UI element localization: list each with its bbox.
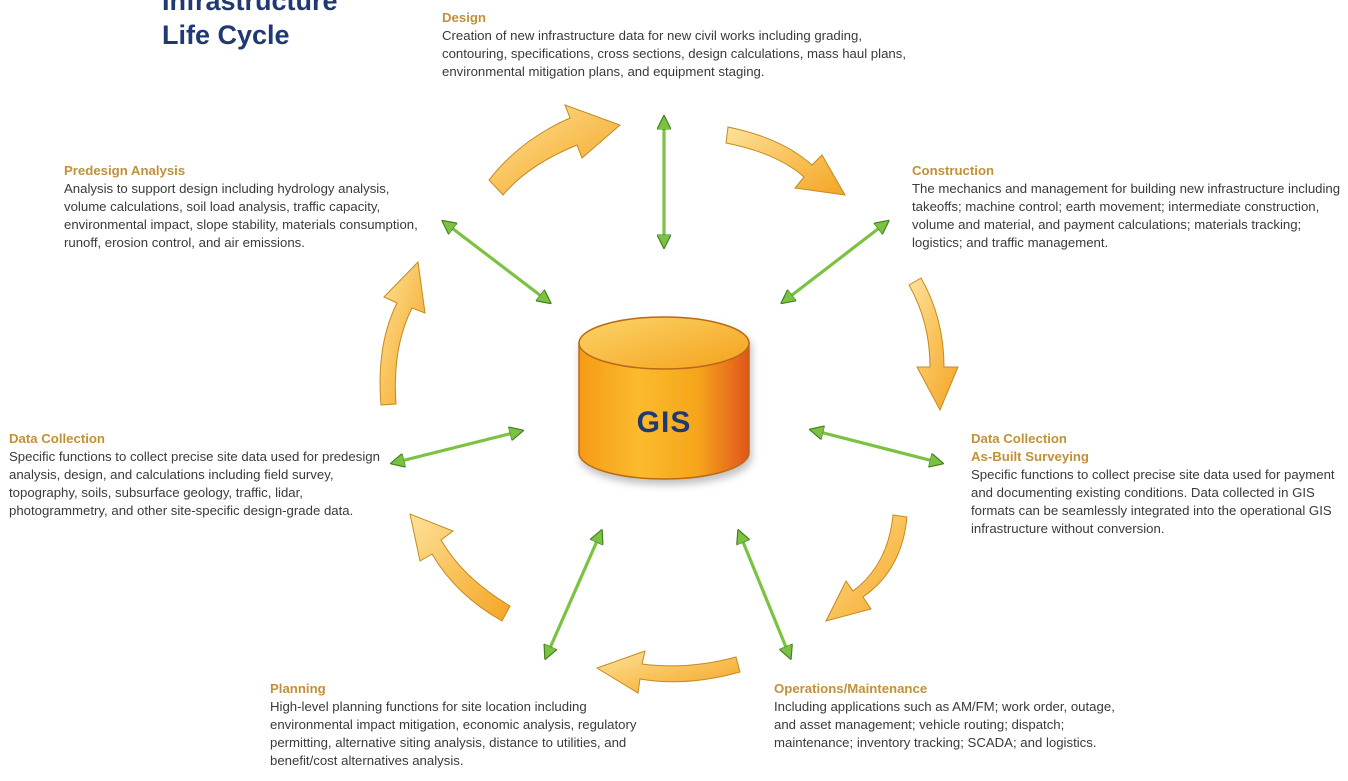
link-operations	[739, 532, 790, 657]
stage-construction-body: The mechanics and management for buildin…	[912, 181, 1341, 250]
cycle-arrows	[379, 104, 959, 694]
stage-planning: Planning High-level planning functions f…	[270, 680, 670, 770]
stage-data-collection-heading: Data Collection	[9, 431, 105, 446]
stage-planning-body: High-level planning functions for site l…	[270, 699, 637, 768]
stage-construction-heading: Construction	[912, 163, 995, 178]
stage-design-heading: Design	[442, 10, 486, 25]
stage-predesign-heading: Predesign Analysis	[64, 163, 186, 178]
title-line-1: Infrastructure	[162, 0, 338, 16]
stage-operations-heading: Operations/Maintenance	[774, 681, 928, 696]
link-construction	[783, 222, 887, 302]
stage-operations: Operations/Maintenance Including applica…	[774, 680, 1124, 752]
cycle-arrow-operations-to-planning	[595, 650, 741, 694]
gis-database-cylinder	[578, 316, 750, 480]
stage-operations-body: Including applications such as AM/FM; wo…	[774, 699, 1115, 750]
stage-design: Design Creation of new infrastructure da…	[442, 9, 922, 81]
link-data-collection	[393, 431, 521, 463]
gis-label: GIS	[637, 406, 692, 439]
cycle-arrow-design-to-construction	[725, 126, 846, 196]
cycle-arrow-planning-to-datacollection	[409, 513, 511, 622]
cycle-arrow-asbuilt-to-operations	[825, 514, 908, 622]
stage-design-body: Creation of new infrastructure data for …	[442, 28, 906, 79]
stage-predesign-body: Analysis to support design including hyd…	[64, 181, 418, 250]
stage-as-built-body: Specific functions to collect precise si…	[971, 467, 1335, 536]
stage-as-built: Data Collection As-Built Surveying Speci…	[971, 430, 1337, 538]
stage-construction: Construction The mechanics and managemen…	[912, 162, 1342, 252]
title-line-2: Life Cycle	[162, 20, 290, 50]
stage-as-built-heading: Data Collection	[971, 431, 1067, 446]
diagram-title: Infrastructure Life Cycle	[162, 0, 338, 52]
stage-data-collection: Data Collection Specific functions to co…	[9, 430, 385, 520]
link-predesign	[444, 222, 549, 302]
cycle-arrow-predesign-to-design	[488, 104, 621, 196]
gis-links	[393, 118, 941, 657]
stage-predesign: Predesign Analysis Analysis to support d…	[64, 162, 424, 252]
link-planning	[546, 532, 601, 657]
stage-as-built-subheading: As-Built Surveying	[971, 449, 1089, 464]
stage-planning-heading: Planning	[270, 681, 326, 696]
link-as-built	[812, 430, 941, 463]
cycle-arrow-datacollection-to-predesign	[379, 260, 426, 406]
stage-data-collection-body: Specific functions to collect precise si…	[9, 449, 380, 518]
cycle-arrow-construction-to-asbuilt	[908, 277, 959, 412]
